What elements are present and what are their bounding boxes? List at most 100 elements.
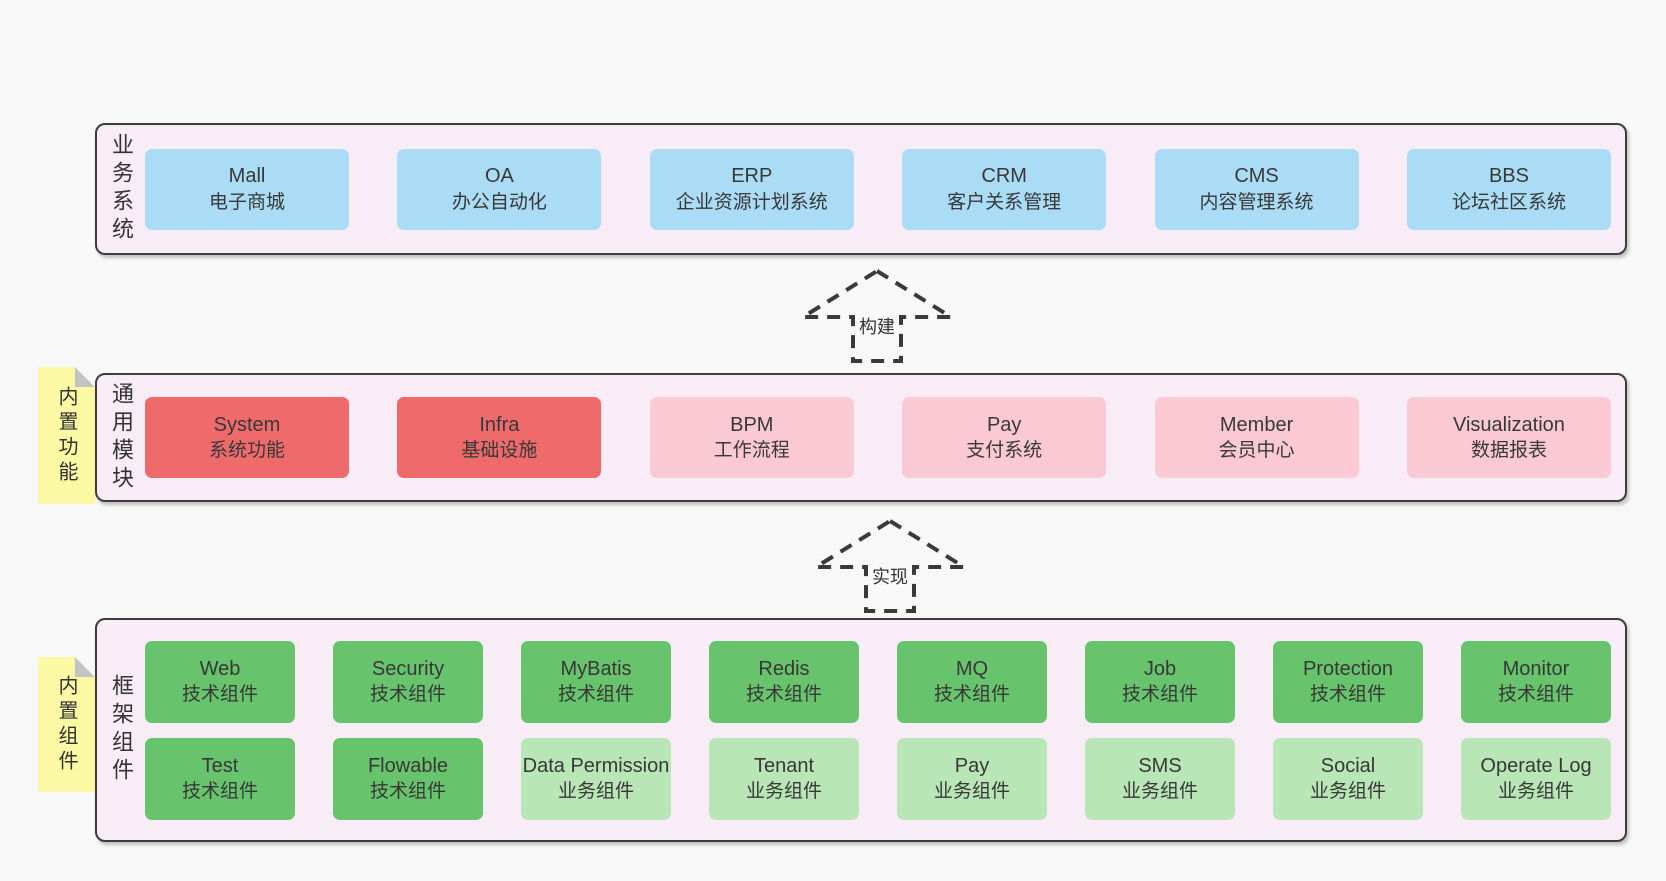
box-desc: 技术组件 [181,684,258,706]
framework-components-row-2: Test 技术组件 Flowable 技术组件 Data Permission … [145,737,1611,820]
box-security: Security 技术组件 [333,640,483,723]
box-name: Social [1320,754,1376,777]
box-system: System 系统功能 [145,397,349,478]
box-desc: 业务组件 [1497,781,1574,803]
box-name: Job [1143,657,1177,680]
box-desc: 技术组件 [181,781,258,803]
sticky-note-built-in-components: 内置组件 [38,657,95,792]
box-data-permission: Data Permission 业务组件 [521,737,671,820]
box-name: CRM [981,165,1027,188]
box-name: MQ [955,657,989,680]
box-mybatis: MyBatis 技术组件 [521,640,671,723]
box-web: Web 技术组件 [145,640,295,723]
box-flowable: Flowable 技术组件 [333,737,483,820]
box-name: SMS [1138,754,1182,777]
box-bbs: BBS 论坛社区系统 [1406,148,1611,230]
common-modules-band: 通用模块 System 系统功能 Infra 基础设施 BPM 工作流程 Pay… [95,373,1627,502]
box-name: Flowable [367,754,449,777]
band-label-common-modules: 通用模块 [97,375,145,500]
box-pay-biz: Pay 业务组件 [897,737,1047,820]
box-desc: 技术组件 [1309,684,1386,706]
band-label-text: 业务系统 [109,133,134,245]
box-sms: SMS 业务组件 [1085,737,1235,820]
box-oa: OA 办公自动化 [397,148,602,230]
box-name: Security [371,657,445,680]
box-name: Member [1219,413,1294,436]
box-desc: 技术组件 [557,684,634,706]
box-name: Monitor [1502,657,1570,680]
box-name: BBS [1488,165,1529,188]
box-pay: Pay 支付系统 [902,397,1107,478]
box-desc: 技术组件 [745,684,822,706]
box-name: MyBatis [560,657,632,680]
box-name: Web [199,657,241,680]
box-cms: CMS 内容管理系统 [1154,148,1359,230]
box-name: OA [484,165,514,188]
box-desc: 支付系统 [966,440,1043,462]
box-desc: 基础设施 [461,440,538,462]
box-name: Redis [758,657,810,680]
box-desc: 论坛社区系统 [1451,191,1566,213]
business-systems-band: 业务系统 Mall 电子商城 OA 办公自动化 ERP 企业资源计划系统 CRM… [95,123,1627,255]
arrow-implement: 实现 [810,518,970,614]
box-crm: CRM 客户关系管理 [902,148,1107,230]
box-name: Mall [228,165,266,188]
sticky-note-text: 内置功能 [55,385,77,486]
box-member: Member 会员中心 [1154,397,1359,478]
box-job: Job 技术组件 [1085,640,1235,723]
box-desc: 企业资源计划系统 [675,191,828,213]
box-name: CMS [1234,165,1279,188]
box-name: Pay [954,754,990,777]
band-label-framework-components: 框架组件 [97,620,145,840]
band-label-text: 框架组件 [109,674,134,786]
box-desc: 业务组件 [745,781,822,803]
box-name: BPM [730,413,774,436]
box-desc: 业务组件 [557,781,634,803]
box-name: Visualization [1452,413,1565,436]
box-tenant: Tenant 业务组件 [709,737,859,820]
box-name: Test [201,754,239,777]
box-name: Infra [479,413,520,436]
box-name: Pay [986,413,1022,436]
framework-components-rows: Web 技术组件 Security 技术组件 MyBatis 技术组件 Redi… [145,620,1625,840]
band-label-business-systems: 业务系统 [97,125,145,253]
arrow-implement-label: 实现 [869,563,911,589]
box-social: Social 业务组件 [1273,737,1423,820]
box-infra: Infra 基础设施 [397,397,602,478]
box-desc: 系统功能 [208,440,285,462]
business-systems-boxes: Mall 电子商城 OA 办公自动化 ERP 企业资源计划系统 CRM 客户关系… [145,125,1625,253]
box-desc: 客户关系管理 [947,191,1062,213]
sticky-note-text: 内置组件 [55,674,77,775]
box-desc: 技术组件 [1121,684,1198,706]
box-desc: 业务组件 [1121,781,1198,803]
box-desc: 技术组件 [369,781,446,803]
box-monitor: Monitor 技术组件 [1461,640,1611,723]
common-modules-boxes: System 系统功能 Infra 基础设施 BPM 工作流程 Pay 支付系统… [145,375,1625,500]
sticky-note-built-in-features: 内置功能 [38,367,95,504]
box-desc: 技术组件 [933,684,1010,706]
box-name: Operate Log [1480,754,1592,777]
arrow-build-label: 构建 [856,313,898,339]
box-name: Protection [1302,657,1394,680]
box-desc: 技术组件 [369,684,446,706]
box-desc: 技术组件 [1497,684,1574,706]
box-desc: 业务组件 [933,781,1010,803]
box-mq: MQ 技术组件 [897,640,1047,723]
box-name: ERP [731,165,773,188]
box-desc: 数据报表 [1470,440,1547,462]
band-label-text: 通用模块 [109,381,134,494]
framework-components-band: 框架组件 Web 技术组件 Security 技术组件 MyBatis 技术组件… [95,618,1627,842]
box-name: Tenant [753,754,815,777]
arrow-build: 构建 [797,268,957,364]
box-test: Test 技术组件 [145,737,295,820]
box-bpm: BPM 工作流程 [649,397,854,478]
box-protection: Protection 技术组件 [1273,640,1423,723]
box-desc: 工作流程 [713,440,790,462]
box-desc: 办公自动化 [451,191,547,213]
box-name: Data Permission [522,754,670,777]
box-erp: ERP 企业资源计划系统 [649,148,854,230]
box-redis: Redis 技术组件 [709,640,859,723]
box-desc: 会员中心 [1218,440,1295,462]
box-operate-log: Operate Log 业务组件 [1461,737,1611,820]
